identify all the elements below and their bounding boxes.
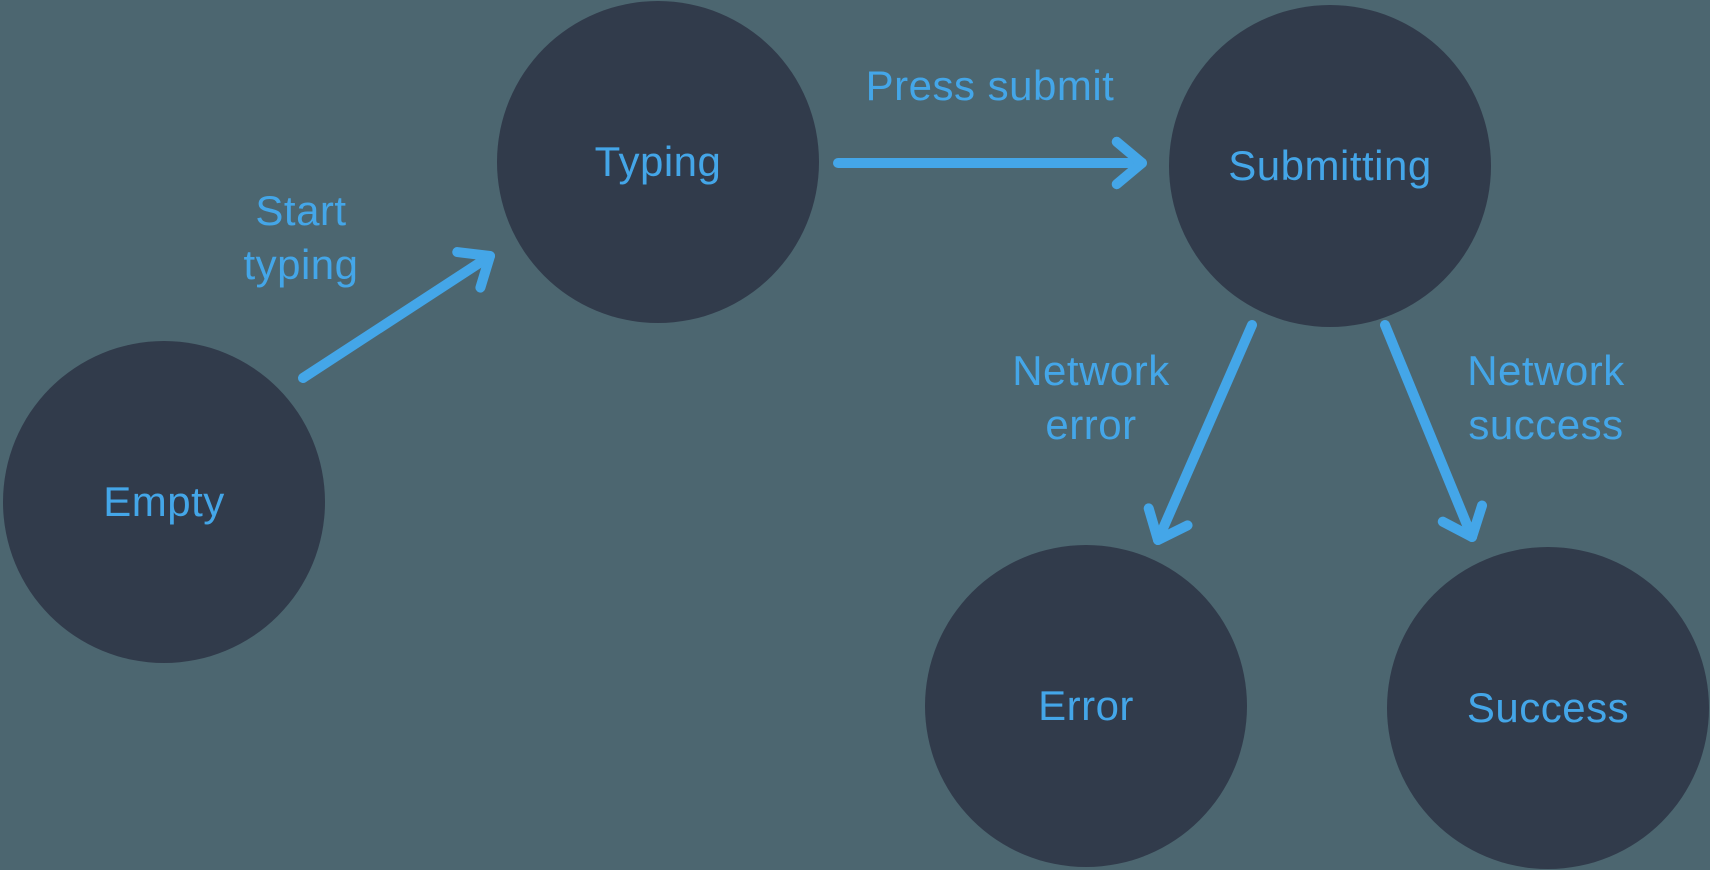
state-node-success: Success [1387, 547, 1709, 869]
transition-label-start-typing: Start typing [243, 187, 359, 288]
arrowhead-network-success [1437, 500, 1488, 542]
transition-label-network-success: Network success [1467, 347, 1625, 448]
arrowhead-press-submit [1111, 136, 1147, 190]
arrowhead-start-typing [452, 247, 495, 293]
state-node-typing: Typing [497, 1, 819, 323]
state-node-error: Error [925, 545, 1247, 867]
state-label-submitting: Submitting [1228, 142, 1432, 189]
state-label-typing: Typing [594, 138, 722, 185]
state-node-empty: Empty [3, 341, 325, 663]
arrowhead-network-error [1143, 503, 1193, 545]
state-node-submitting: Submitting [1169, 5, 1491, 327]
transition-label-press-submit: Press submit [865, 62, 1115, 109]
state-label-empty: Empty [103, 478, 225, 525]
state-label-error: Error [1038, 682, 1134, 729]
transition-label-network-error: Network error [1012, 347, 1170, 448]
transition-arrow-start-typing [298, 247, 495, 383]
transition-arrow-network-success [1380, 320, 1488, 542]
state-label-success: Success [1466, 684, 1630, 731]
transition-arrow-press-submit [833, 136, 1147, 190]
transition-arrow-network-error [1143, 320, 1257, 545]
